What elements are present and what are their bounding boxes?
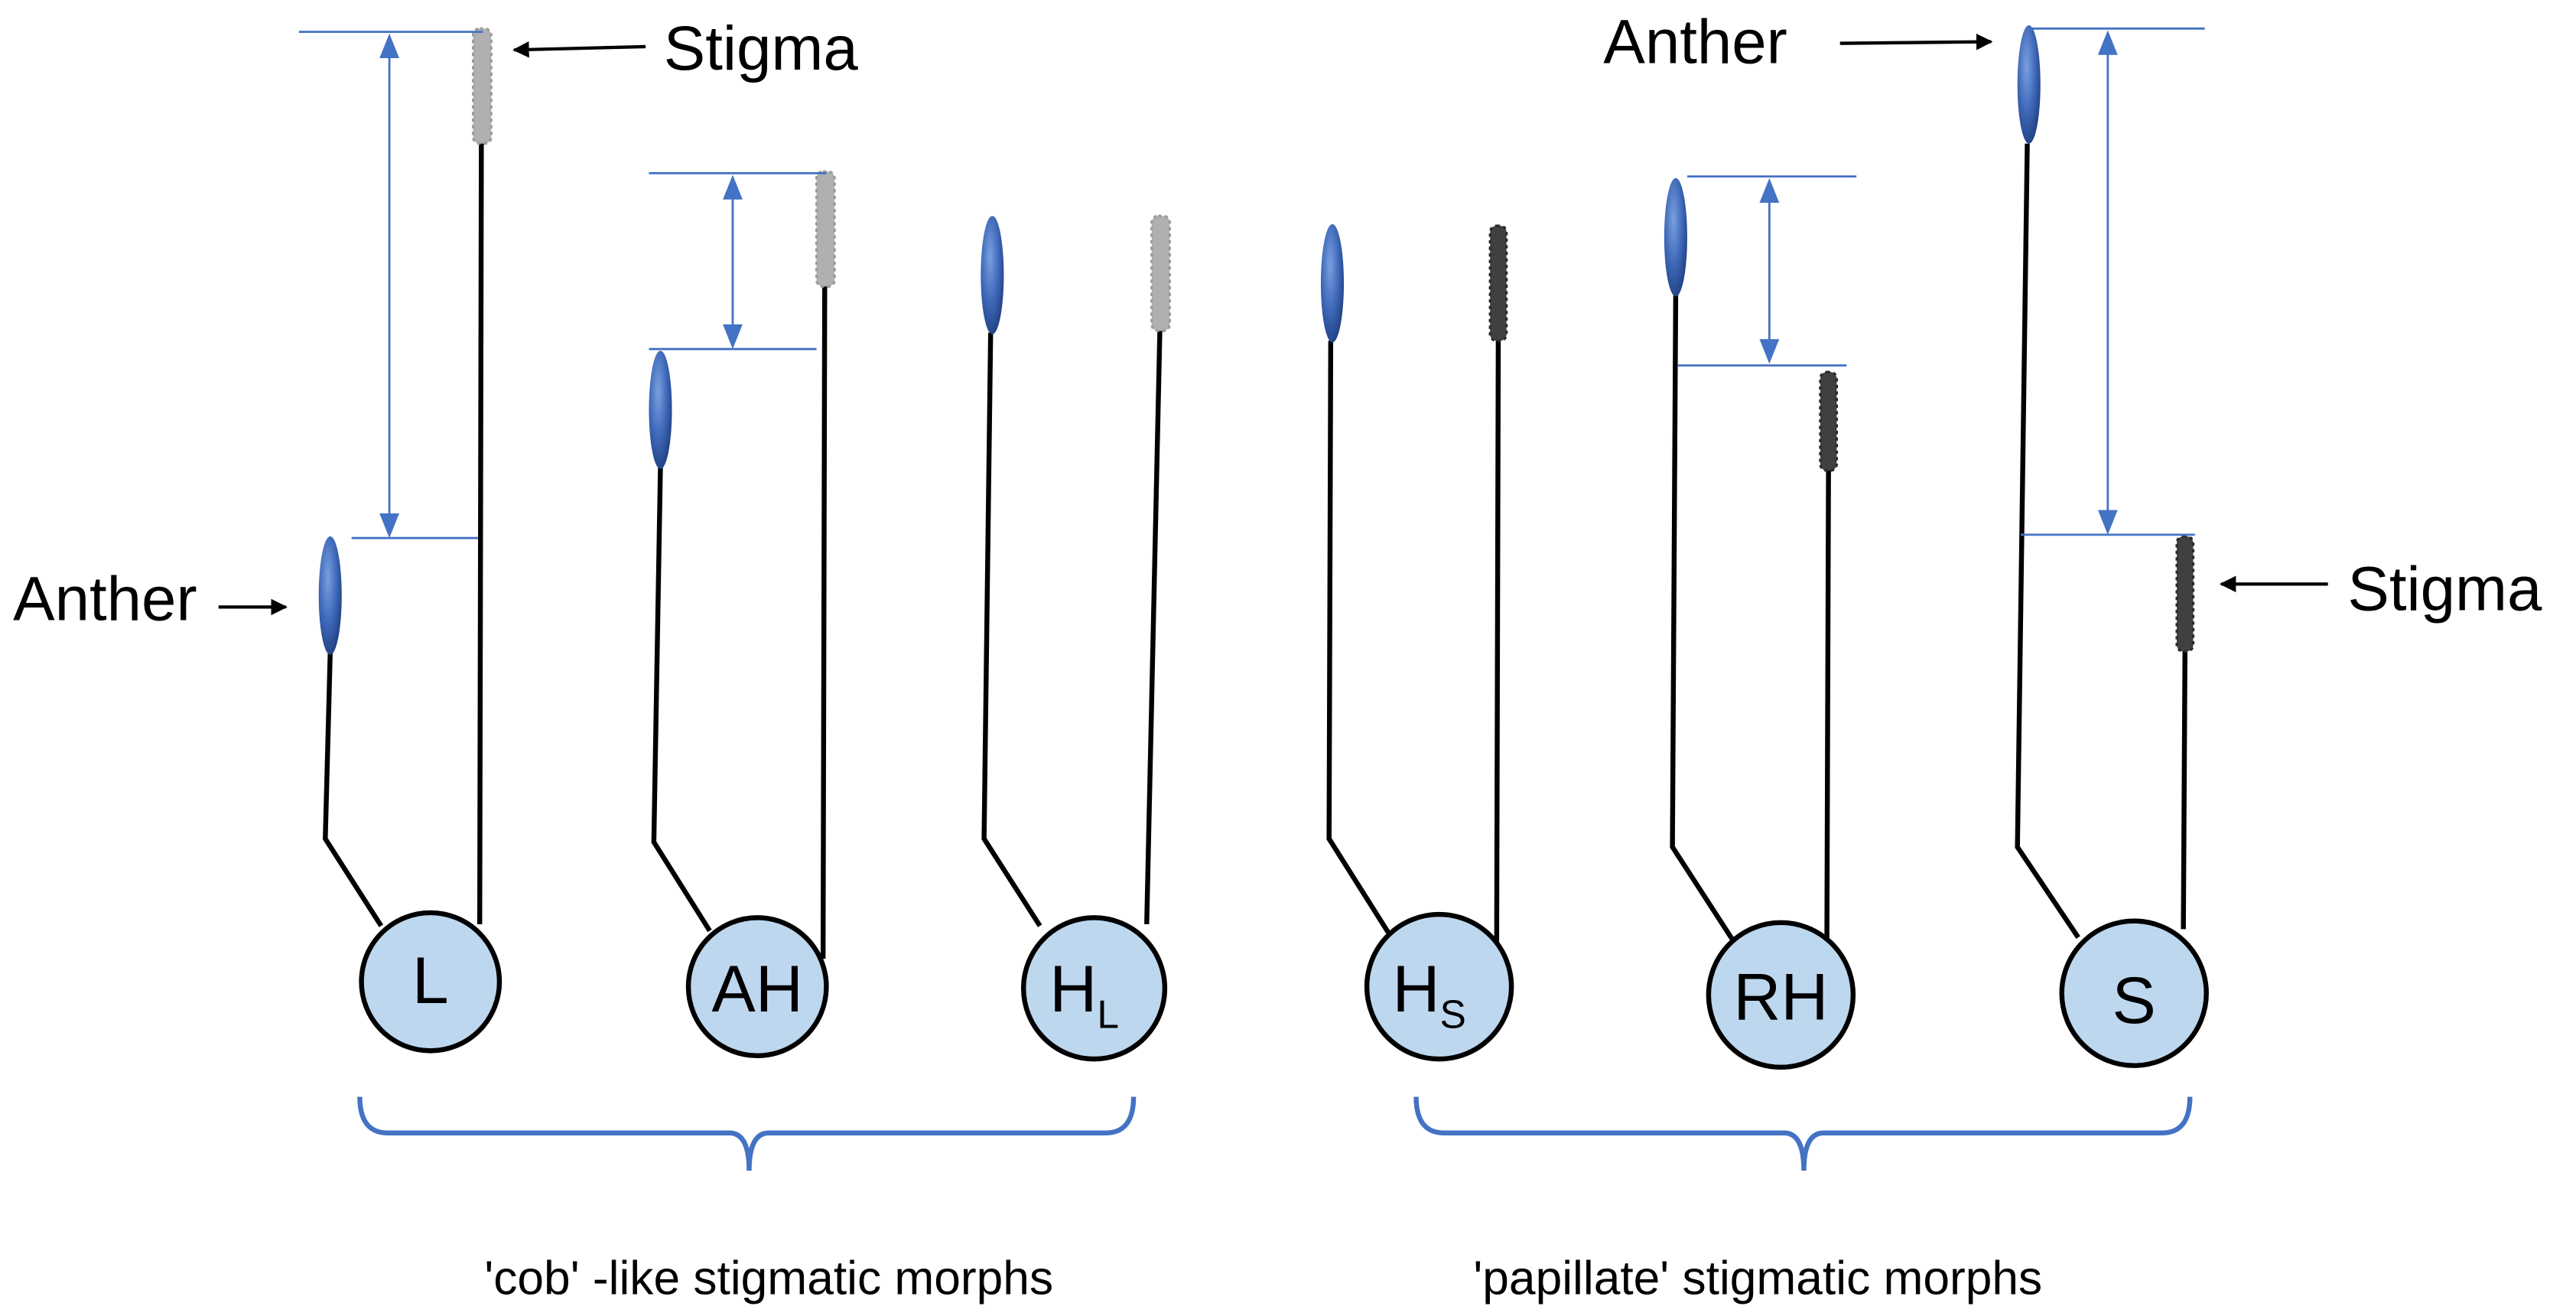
stigma-cob-icon	[1150, 214, 1171, 333]
morph-label: AH	[712, 953, 803, 1026]
stamen-filament	[323, 653, 384, 927]
morph-circle	[359, 910, 503, 1054]
stamen-filament	[2015, 143, 2080, 939]
morph-hl: HL	[981, 214, 1171, 1062]
morph-circle	[1020, 915, 1168, 1062]
anther-icon	[649, 350, 672, 469]
morph-circle	[2059, 918, 2209, 1068]
arrowhead-up-icon	[1759, 178, 1780, 204]
stamen-filament	[981, 332, 1042, 927]
group-cob: 'cob' -like stigmatic morphs	[357, 1096, 1137, 1305]
anther-icon	[2017, 25, 2041, 144]
curly-brace-icon	[357, 1096, 1137, 1171]
morph-label: HL	[1049, 953, 1119, 1036]
anther-icon	[1664, 178, 1687, 297]
arrowhead-down-icon	[379, 513, 399, 539]
style-stalk	[476, 140, 484, 924]
arrowhead-down-icon	[1759, 339, 1780, 364]
arrowhead-down-icon	[2097, 510, 2118, 535]
stigma-cob-icon	[815, 170, 836, 288]
style-stalk	[1824, 468, 1831, 948]
arrowhead-up-icon	[379, 33, 399, 58]
stigma-label: Stigma	[2347, 555, 2542, 624]
morph-label: S	[2113, 964, 2156, 1037]
arrowhead-up-icon	[723, 174, 743, 200]
curly-brace-icon	[1413, 1096, 2193, 1171]
stigma-papillate-icon	[1488, 224, 1508, 343]
anther-icon	[1320, 223, 1345, 343]
morph-circle	[685, 915, 829, 1059]
morph-hs: HS	[1320, 223, 1514, 1062]
anther-label: Anther	[13, 565, 197, 634]
arrow-left-icon	[512, 41, 646, 58]
anther-label: Anther	[1603, 7, 1787, 77]
arrowhead-down-icon	[723, 324, 743, 350]
stigma-label: Stigma	[664, 14, 859, 83]
morph-label: HS	[1393, 953, 1466, 1036]
callout-anther-left: Anther	[13, 565, 288, 634]
callout-anther-right: Anther	[1603, 7, 1993, 77]
anther-icon	[318, 536, 342, 655]
style-stalk	[1144, 331, 1163, 925]
callout-stigma-right: Stigma	[2219, 555, 2542, 624]
group-label: 'cob' -like stigmatic morphs	[484, 1252, 1053, 1305]
morph-s: S	[2015, 25, 2209, 1068]
anther-icon	[981, 216, 1004, 334]
morph-circle	[1364, 911, 1514, 1062]
style-stalk	[820, 285, 828, 959]
morph-label: L	[412, 944, 449, 1018]
stamen-filament	[1326, 340, 1390, 934]
arrow-right-icon	[1839, 33, 1993, 50]
group-papillate: 'papillate' stigmatic morphs	[1413, 1096, 2193, 1305]
morph-circle	[1706, 920, 1856, 1070]
style-stalk	[2181, 650, 2188, 930]
morph-rh: RH	[1664, 175, 1857, 1070]
morph-label: RH	[1733, 961, 1828, 1034]
callout-stigma-left: Stigma	[512, 14, 859, 83]
stigma-papillate-icon	[1819, 370, 1839, 472]
stamen-filament	[651, 467, 712, 933]
stigma-papillate-icon	[2175, 535, 2195, 653]
stamen-filament	[1670, 295, 1735, 943]
morph-ah: AH	[649, 170, 836, 1059]
group-label: 'papillate' stigmatic morphs	[1473, 1252, 2042, 1305]
style-stalk	[1494, 337, 1501, 951]
morph-l: L	[298, 27, 503, 1054]
stigma-cob-icon	[472, 27, 493, 145]
arrowhead-up-icon	[2097, 30, 2118, 55]
